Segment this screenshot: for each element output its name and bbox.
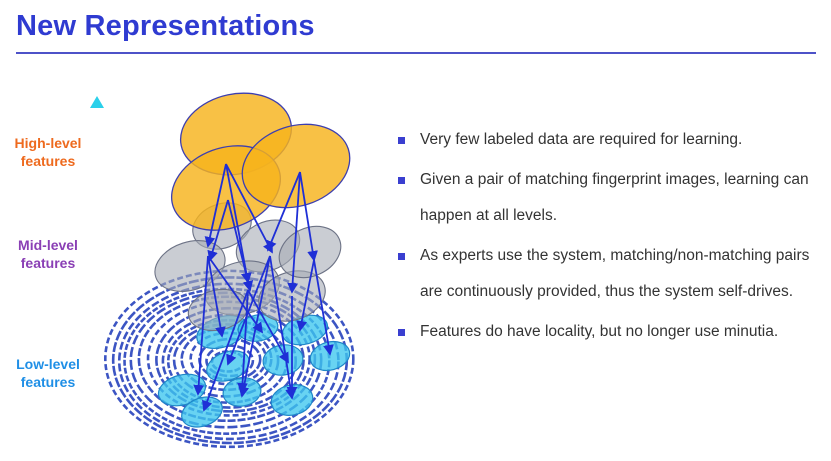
feature-connection-arrow — [207, 255, 226, 338]
bullet-item: Given a pair of matching fingerprint ima… — [398, 162, 823, 234]
bullet-item: Very few labeled data are required for l… — [398, 122, 823, 158]
bullet-text: Very few labeled data are required for l… — [420, 131, 743, 148]
mid-level-label-line1: Mid-level — [18, 237, 78, 253]
low-level-label-line2: features — [20, 374, 76, 390]
title-divider — [16, 52, 816, 54]
feature-connections — [193, 163, 334, 412]
bullet-item: As experts use the system, matching/non-… — [398, 238, 823, 310]
high-level-label: High-level features — [8, 134, 88, 170]
feature-connection-arrow — [238, 255, 271, 398]
diagram-canvas — [90, 92, 355, 449]
mid-level-label-line2: features — [20, 255, 76, 271]
low-level-feature-ellipse — [157, 373, 207, 407]
high-level-label-line1: High-level — [14, 135, 82, 151]
feature-connection-arrow — [207, 255, 264, 334]
bullet-text: As experts use the system, matching/non-… — [420, 247, 810, 300]
bullet-list: Very few labeled data are required for l… — [398, 122, 823, 354]
bullet-square-icon — [398, 137, 405, 144]
mid-level-label: Mid-level features — [8, 236, 88, 272]
bullet-square-icon — [398, 329, 405, 336]
feature-connection-arrow — [247, 289, 289, 364]
fingerprint-ridge — [104, 269, 355, 449]
feature-connection-arrow — [313, 259, 334, 356]
feature-connection-arrow — [202, 289, 249, 412]
low-level-label: Low-level features — [8, 355, 88, 391]
feature-connection-arrow — [296, 259, 315, 332]
feature-connection-arrow — [193, 255, 209, 396]
bullet-text: Features do have locality, but no longer… — [420, 323, 779, 340]
feature-hierarchy-diagram: High-level features Mid-level features L… — [0, 60, 380, 456]
high-level-label-line2: features — [20, 153, 76, 169]
feature-connection-arrow — [225, 163, 252, 284]
high-level-feature-ellipse — [241, 123, 351, 209]
feature-connection-arrow — [287, 171, 301, 294]
low-level-label-line1: Low-level — [16, 356, 80, 372]
bullet-square-icon — [398, 177, 405, 184]
low-level-feature-ellipse — [270, 384, 314, 416]
bullet-square-icon — [398, 253, 405, 260]
low-level-feature-ellipse — [309, 340, 351, 372]
feature-connection-arrow — [226, 255, 271, 366]
feature-connection-arrow — [237, 289, 249, 394]
feature-connection-arrow — [269, 255, 296, 400]
feature-connection-arrow — [225, 163, 273, 254]
feature-connection-arrow — [204, 163, 227, 248]
high-level-feature-ellipses — [170, 92, 351, 231]
feature-connection-arrow — [227, 199, 254, 292]
feature-connection-arrow — [266, 171, 301, 252]
bullet-text: Given a pair of matching fingerprint ima… — [420, 171, 809, 224]
feature-connection-arrow — [299, 171, 318, 262]
slide-title: New Representations — [16, 10, 315, 42]
level-arrow-icon — [90, 96, 104, 415]
bullet-item: Features do have locality, but no longer… — [398, 314, 823, 350]
feature-connection-arrow — [207, 199, 229, 262]
